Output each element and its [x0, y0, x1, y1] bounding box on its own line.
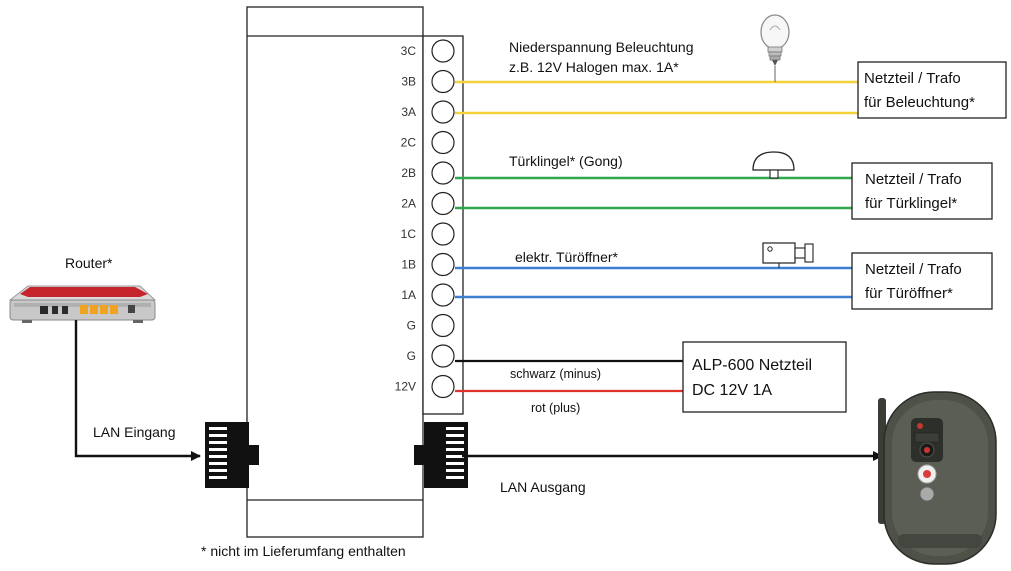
psu-opener-line1: Netzteil / Trafo	[865, 261, 962, 278]
terminal-screw-icon	[431, 374, 455, 399]
terminal-label: 2C	[401, 136, 417, 150]
terminal-label: 2B	[401, 166, 416, 180]
alp-line2: DC 12V 1A	[692, 382, 772, 399]
terminal-screw-icon	[431, 283, 455, 307]
terminal-screw-icon	[431, 191, 455, 216]
lan-in-cable	[74, 320, 201, 461]
psu-opener-line2: für Türöffner*	[865, 285, 953, 302]
psu-doorbell-line1: Netzteil / Trafo	[865, 171, 962, 188]
psu-lighting-line2: für Beleuchtung*	[864, 94, 975, 111]
terminal-screw-icon	[431, 313, 455, 338]
psu-doorbell-line2: für Türklingel*	[865, 195, 957, 212]
red-wire-label: rot (plus)	[531, 401, 580, 415]
module-housing	[246, 6, 464, 538]
psu-box-lighting: Netzteil / Trafo für Beleuchtung*	[857, 61, 1007, 119]
lan-in-label: LAN Eingang	[93, 424, 176, 440]
terminal-screw-icon	[431, 344, 455, 368]
black-wire-label: schwarz (minus)	[510, 367, 601, 381]
doorbell-label: Türklingel* (Gong)	[509, 153, 623, 169]
footnote: * nicht im Lieferumfang enthalten	[201, 543, 406, 559]
gong-icon	[752, 151, 795, 179]
terminal-screw-icon	[431, 161, 455, 185]
terminal-label: 3A	[401, 105, 416, 119]
wires	[455, 80, 858, 393]
terminal-screw-icon	[431, 39, 455, 63]
terminal-label: 3B	[401, 75, 416, 89]
terminal-label: 12V	[395, 380, 416, 394]
terminal-screw-icon	[431, 100, 455, 124]
door-opener-icon	[762, 242, 814, 268]
psu-box-alp600: ALP-600 Netzteil DC 12V 1A	[682, 341, 847, 413]
terminal-label: G	[407, 319, 416, 333]
terminal-strip: 3C 3B 3A 2C 2B 2A 1C 1B 1A G G 12V	[395, 39, 455, 399]
terminal-label: 3C	[401, 44, 417, 58]
door-camera-icon	[878, 391, 997, 565]
lan-input-jack-icon	[205, 422, 259, 488]
terminal-screw-icon	[431, 69, 455, 94]
terminal-screw-icon	[431, 130, 455, 155]
lan-out-label: LAN Ausgang	[500, 479, 586, 495]
lighting-label-line1: Niederspannung Beleuchtung	[509, 39, 693, 55]
door-opener-label: elektr. Türöffner*	[515, 249, 619, 265]
router-label: Router*	[65, 255, 113, 271]
lighting-label-line2: z.B. 12V Halogen max. 1A*	[509, 59, 679, 75]
terminal-screw-icon	[431, 222, 455, 246]
terminal-label: G	[407, 349, 416, 363]
terminal-label: 2A	[401, 197, 416, 211]
terminal-screw-icon	[431, 252, 455, 277]
psu-box-doorbell: Netzteil / Trafo für Türklingel*	[851, 162, 993, 220]
terminal-label: 1B	[401, 258, 416, 272]
psu-box-opener: Netzteil / Trafo für Türöffner*	[851, 252, 993, 310]
lan-output-jack-icon	[414, 422, 468, 488]
terminal-label: 1A	[401, 288, 416, 302]
router-icon	[8, 285, 157, 323]
alp-line1: ALP-600 Netzteil	[692, 357, 812, 374]
light-bulb-icon	[760, 14, 790, 82]
terminal-label: 1C	[401, 227, 417, 241]
psu-lighting-line1: Netzteil / Trafo	[864, 70, 961, 87]
